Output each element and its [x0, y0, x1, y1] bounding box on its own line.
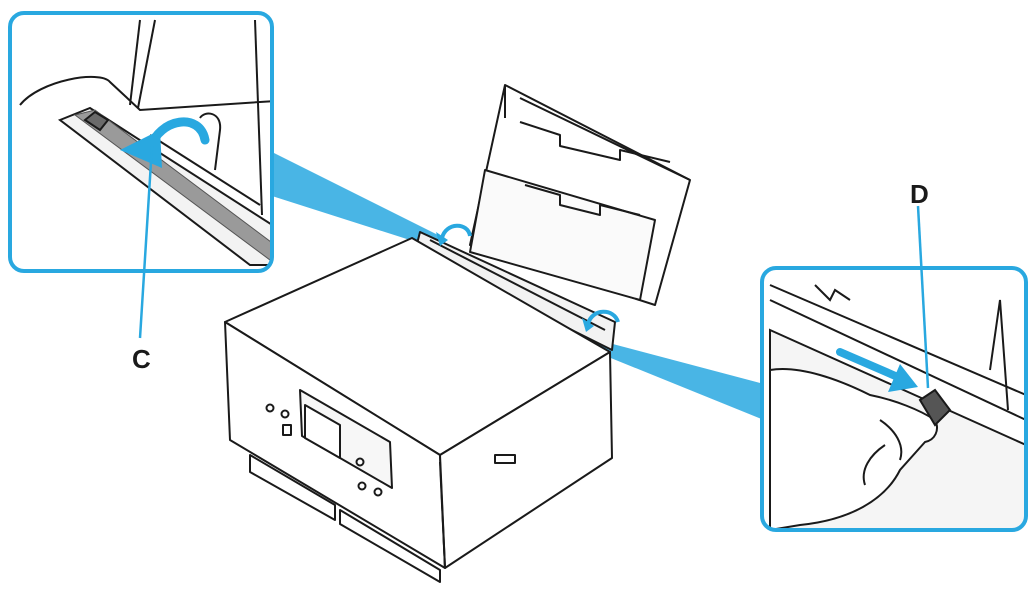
zoom-connector-left — [272, 152, 440, 248]
curved-arrow-small-left-icon — [436, 223, 472, 246]
zoom-connector-right — [590, 338, 764, 420]
callout-right — [760, 266, 1028, 532]
paper-support — [469, 84, 691, 306]
label-c: C — [132, 344, 151, 374]
hand-icon — [769, 368, 952, 530]
curved-arrow-small-right-icon — [582, 309, 620, 332]
leader-line-d — [916, 205, 930, 389]
operation-panel — [265, 389, 393, 497]
straight-arrow-right-icon — [836, 348, 918, 392]
callout-left — [8, 11, 274, 273]
printer — [224, 84, 691, 583]
label-d: D — [910, 179, 929, 209]
leader-line-c — [138, 145, 154, 339]
